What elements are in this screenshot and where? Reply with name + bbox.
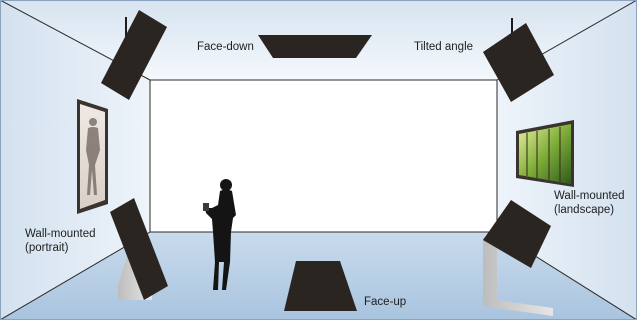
face-down-display	[258, 35, 372, 58]
label-face-up: Face-up	[364, 295, 406, 309]
label-tilted-angle: Tilted angle	[414, 40, 473, 54]
back-wall	[150, 80, 497, 232]
label-wall-mounted-portrait: Wall-mounted (portrait)	[25, 227, 96, 255]
label-wall-mounted-landscape: Wall-mounted (landscape)	[554, 189, 625, 217]
label-face-down: Face-down	[197, 40, 254, 54]
